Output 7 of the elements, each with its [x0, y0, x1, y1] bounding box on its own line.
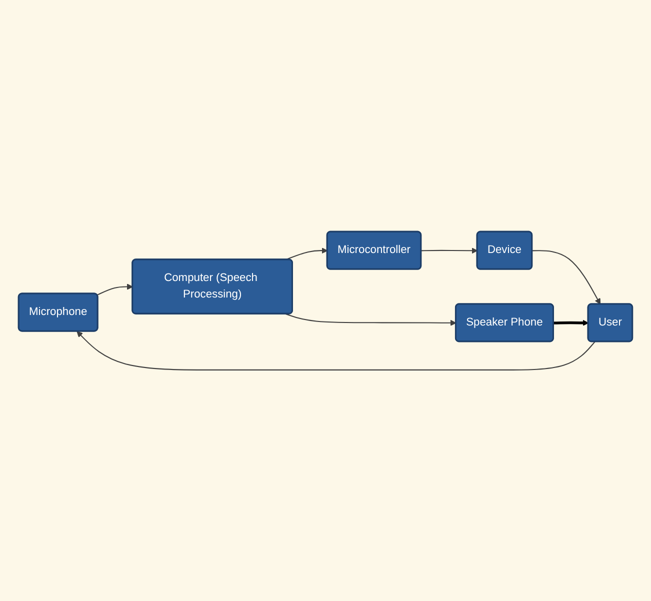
arrow: [554, 320, 589, 326]
arrow: [286, 247, 328, 260]
arrow: [76, 330, 596, 370]
arrow: [286, 313, 456, 326]
arrow: [421, 247, 478, 254]
arrow: [532, 250, 601, 304]
arrow: [96, 283, 133, 296]
